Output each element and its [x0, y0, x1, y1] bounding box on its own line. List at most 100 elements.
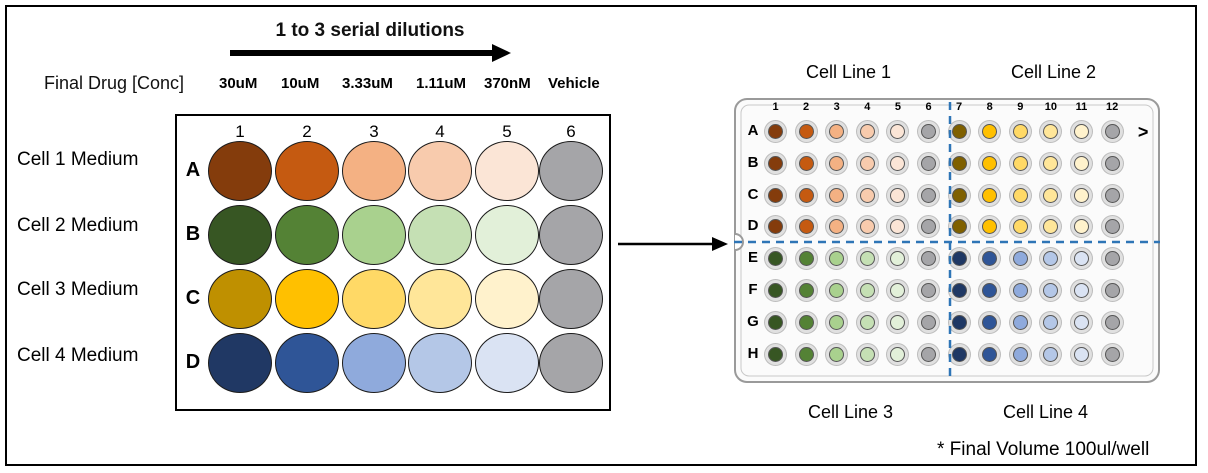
plate96-well-G6: [918, 311, 939, 333]
plate96-col-4: 4: [864, 101, 871, 113]
well-content: [951, 155, 967, 171]
plate96-well-H2: [795, 343, 817, 365]
well-content: [1104, 283, 1120, 298]
well-content: [951, 314, 967, 330]
well-content: [1012, 187, 1028, 203]
well-content: [1012, 124, 1028, 139]
plate96-well-C2: [795, 184, 817, 206]
well-content: [859, 346, 875, 362]
plate96-well-F9: [1009, 280, 1031, 301]
plate96-well-A3: [826, 121, 848, 142]
well-content: [829, 219, 845, 235]
plate96-well-E7: [948, 248, 970, 270]
medium-label-c: Cell 3 Medium: [17, 279, 139, 300]
well-content: [829, 155, 845, 171]
well-content: [1012, 155, 1028, 171]
well-content: [982, 346, 998, 362]
well-content: [859, 314, 875, 330]
plate96-well-F12: [1101, 280, 1123, 301]
well-content: [829, 124, 845, 139]
well-A1: [208, 141, 272, 201]
well-content: [982, 283, 998, 298]
well-content: [890, 155, 906, 171]
well-B3: [342, 205, 406, 265]
well-content: [951, 219, 967, 235]
well-content: [859, 283, 875, 298]
well-B1: [208, 205, 272, 265]
plate96-col-8: 8: [986, 101, 993, 113]
well-content: [1074, 314, 1089, 330]
plate96-well-C8: [979, 184, 1001, 206]
well-content: [921, 124, 936, 139]
well-B2: [275, 205, 339, 265]
plate96-row-G: G: [747, 312, 759, 330]
well-content: [798, 187, 814, 203]
plate96-well-B10: [1040, 152, 1062, 174]
plate96-well-H4: [856, 343, 878, 365]
plate96-well-H5: [887, 343, 909, 365]
well-content: [829, 251, 845, 267]
plate96-well-G7: [948, 311, 970, 333]
plate96-well-E9: [1009, 248, 1031, 270]
plate96-col-12: 12: [1105, 101, 1119, 113]
well-content: [1104, 124, 1120, 139]
plate96-well-F6: [918, 280, 939, 301]
well-content: [890, 251, 906, 267]
plate24-row-D: D: [185, 351, 201, 373]
plate24-col-5: 5: [502, 122, 512, 141]
plate96-well-A12: [1101, 121, 1123, 142]
plate96-well-D8: [979, 216, 1001, 238]
plate96-well-B6: [918, 152, 939, 174]
well-content: [798, 283, 814, 298]
well-content: [1104, 314, 1120, 330]
plate96-well-F3: [826, 280, 848, 301]
plate96-well-D2: [795, 216, 817, 238]
well-content: [951, 346, 967, 362]
plate96-well-C9: [1009, 184, 1031, 206]
plate96-col-9: 9: [1017, 101, 1024, 113]
plate96-well-C12: [1101, 184, 1123, 206]
plate96-well-C1: [765, 184, 786, 206]
well-content: [768, 251, 783, 267]
plate96-well-F5: [887, 280, 909, 301]
plate96-well-F7: [948, 280, 970, 301]
plate96-row-B: B: [747, 153, 759, 171]
well-A3: [342, 141, 406, 201]
cell-line-2-label: Cell Line 2: [1011, 62, 1097, 82]
well-C1: [208, 269, 272, 329]
well-content: [768, 124, 783, 139]
well-D6: [539, 333, 603, 393]
plate96-well-H3: [826, 343, 848, 365]
plate96-well-E10: [1040, 248, 1062, 270]
plate96-row-H: H: [747, 344, 759, 362]
plate96-well-C3: [826, 184, 848, 206]
plate96-well-B5: [887, 152, 909, 174]
plate96-well-B1: [765, 152, 786, 174]
plate96-well-D5: [887, 216, 909, 238]
medium-label-a: Cell 1 Medium: [17, 149, 139, 170]
well-content: [829, 187, 845, 203]
plate96-well-E3: [826, 248, 848, 270]
plate96-well-G8: [979, 311, 1001, 333]
well-content: [1012, 219, 1028, 235]
well-content: [890, 187, 906, 203]
footnote-final-volume: * Final Volume 100ul/well: [937, 439, 1150, 460]
well-content: [890, 346, 906, 362]
plate96-well-D4: [856, 216, 878, 238]
plate96-row-C: C: [747, 185, 759, 203]
well-C5: [475, 269, 539, 329]
plate96-well-A9: [1009, 121, 1031, 142]
well-content: [768, 219, 783, 235]
plate96-col-3: 3: [833, 101, 840, 113]
well-content: [921, 219, 936, 235]
plate96-row-F: F: [748, 281, 758, 298]
well-content: [829, 346, 845, 362]
plate96-well-D11: [1071, 216, 1092, 238]
well-D2: [275, 333, 339, 393]
plate96-well-E2: [795, 248, 817, 270]
plate24-col-3: 3: [369, 122, 379, 141]
well-content: [1074, 346, 1089, 362]
well-content: [768, 346, 783, 362]
plate96-well-A5: [887, 121, 909, 142]
well-content: [1104, 219, 1120, 235]
